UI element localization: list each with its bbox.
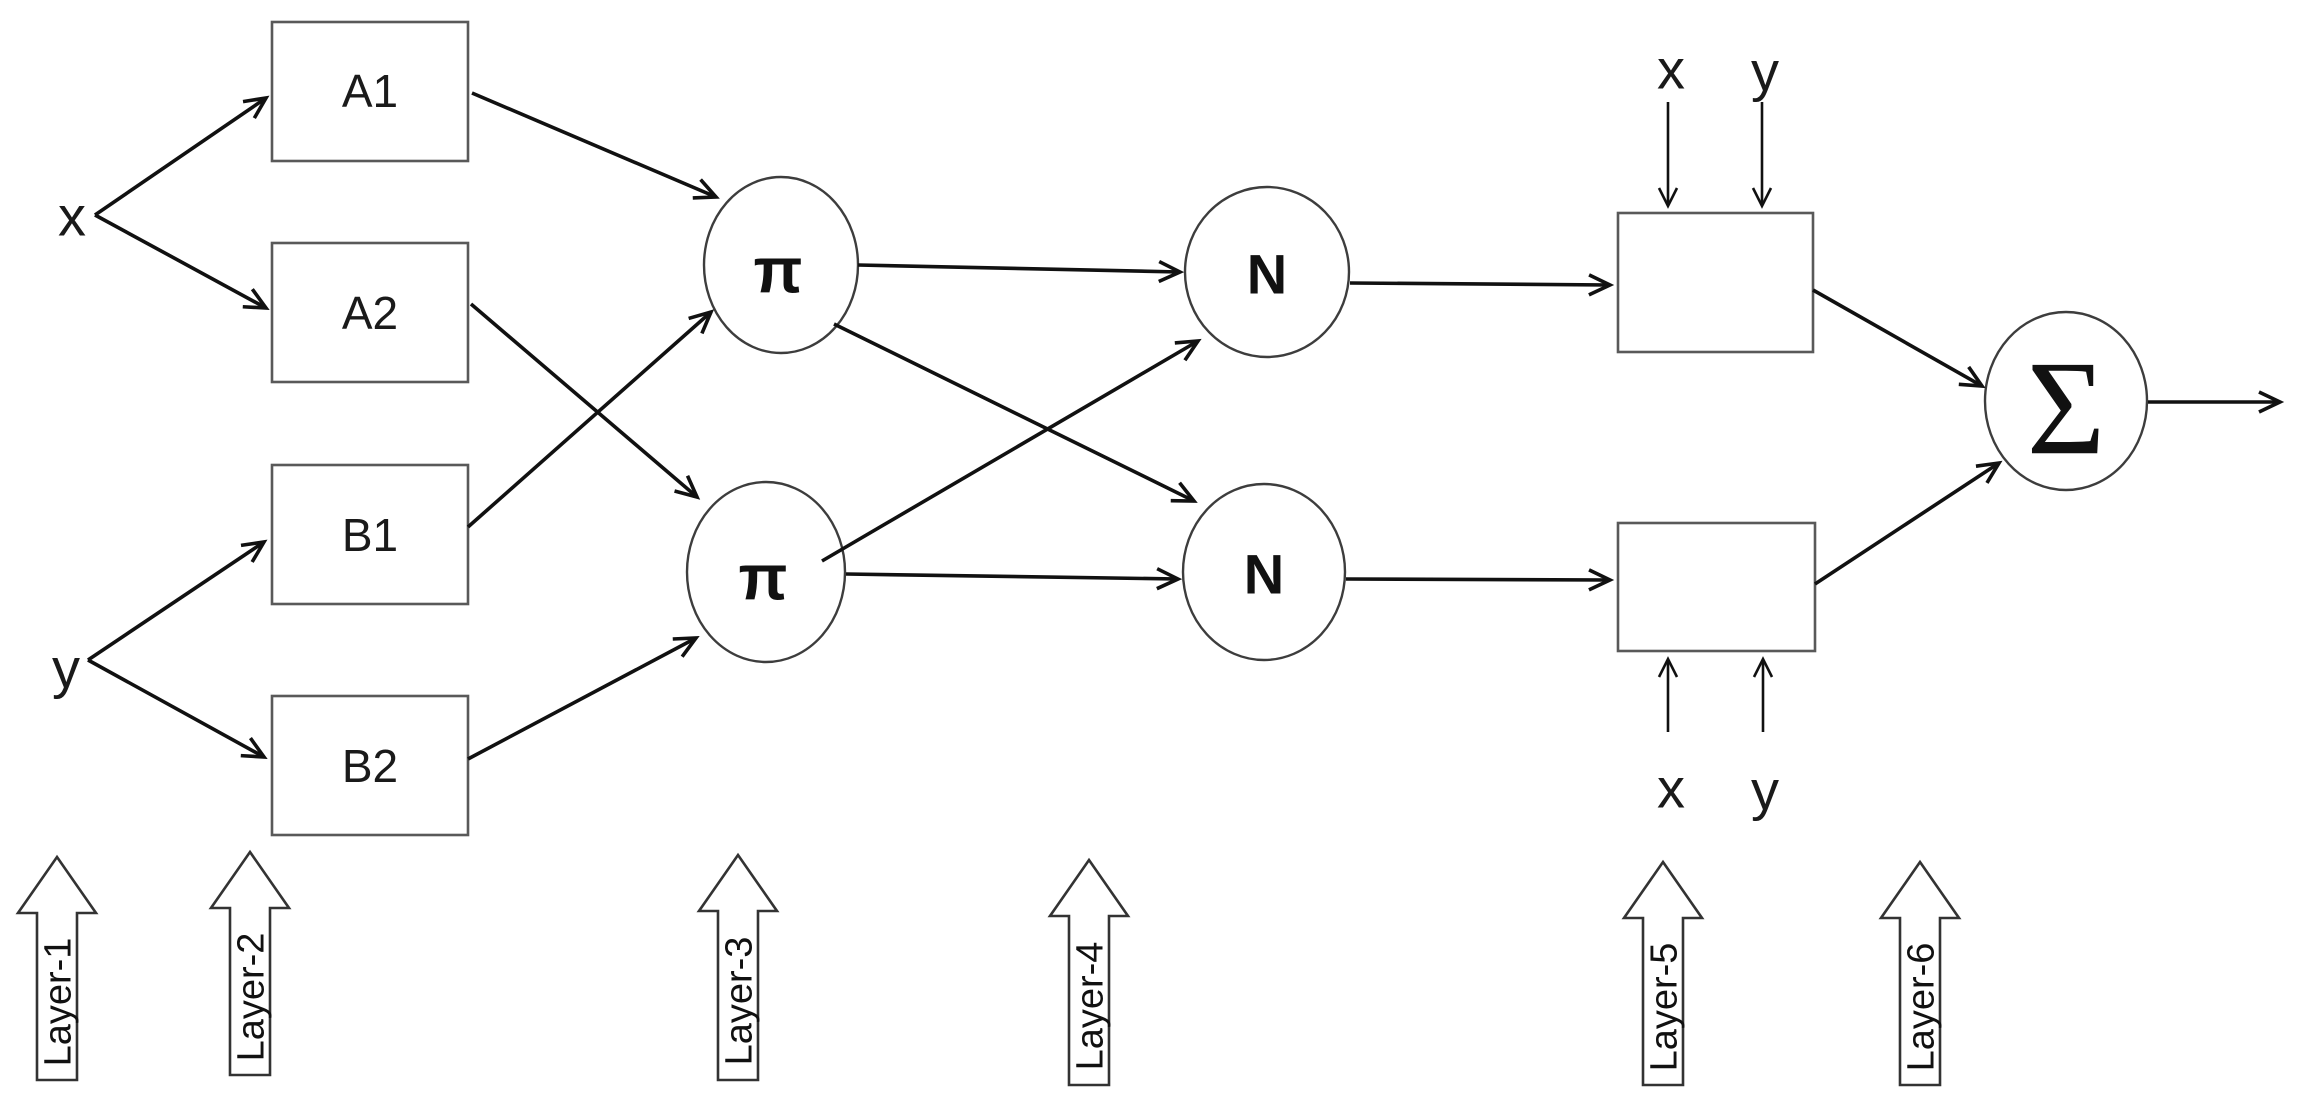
input-x-label: x: [58, 185, 86, 248]
input-y-label: y: [52, 637, 80, 700]
edge-y-to-b1: [86, 539, 268, 662]
layer-4-label: Layer-4: [1069, 942, 1111, 1071]
consequent-bottom-x-label: x: [1657, 757, 1685, 820]
product-node-2-label: π: [739, 541, 788, 613]
edge-y-to-b2: [87, 658, 268, 760]
sum-node-label: Σ: [2027, 334, 2106, 483]
edge-b2-to-pi2: [467, 636, 700, 761]
edge-n2-to-consequent-bottom: [1345, 568, 1615, 592]
product-node-2: [685, 480, 847, 664]
layer-3-label: Layer-3: [718, 937, 760, 1066]
layer-6-arrow: [1878, 859, 1962, 1087]
layer-2-arrow: [208, 849, 292, 1077]
layer-2-label: Layer-2: [230, 933, 272, 1062]
membership-box-a2: [270, 241, 470, 384]
consequent-top-y-label: y: [1751, 40, 1779, 103]
norm-node-2-label: N: [1244, 543, 1284, 606]
membership-box-a1-label: A1: [342, 65, 398, 117]
layer-1-label: Layer-1: [37, 938, 79, 1067]
membership-box-b1: [270, 463, 470, 606]
edge-b1-to-pi1: [466, 309, 715, 529]
layer-5-label: Layer-5: [1643, 943, 1685, 1072]
sum-node: [1983, 310, 2149, 492]
edge-pi1-to-n2: [833, 322, 1198, 503]
consequent-box-top: [1616, 211, 1815, 354]
layer-5-arrow: [1621, 859, 1705, 1087]
norm-node-1-label: N: [1247, 243, 1287, 306]
layer-4-arrow: [1047, 857, 1131, 1087]
consequent-bottom-y-label: y: [1751, 759, 1779, 822]
edge-consequent-bottom-to-sum: [1814, 460, 2003, 586]
layer-6-label: Layer-6: [1900, 943, 1942, 1072]
membership-box-a2-label: A2: [342, 287, 398, 339]
membership-box-b1-label: B1: [342, 509, 398, 561]
norm-node-1: [1183, 185, 1351, 359]
layer-3-arrow: [696, 852, 780, 1082]
edge-pi2-to-n1: [821, 338, 1202, 563]
consequent-box-bottom: [1616, 521, 1817, 653]
layer-1-arrow: [15, 854, 99, 1082]
edge-consequent-top-to-sum: [1812, 288, 1986, 389]
edge-pi2-to-n2: [845, 567, 1183, 591]
membership-box-b2-label: B2: [342, 740, 398, 792]
edge-pi1-to-n1: [857, 259, 1185, 284]
edge-a1-to-pi1: [471, 91, 720, 200]
edge-x-to-a2: [94, 213, 270, 311]
norm-node-2: [1181, 482, 1347, 662]
edge-x-to-a1: [93, 95, 270, 217]
consequent-top-x-label: x: [1657, 38, 1685, 101]
edge-a2-to-pi2: [469, 302, 701, 500]
membership-box-b2: [270, 694, 470, 837]
product-node-1-label: π: [754, 234, 803, 306]
membership-box-a1: [270, 20, 470, 163]
edge-n1-to-consequent-top: [1349, 273, 1615, 297]
